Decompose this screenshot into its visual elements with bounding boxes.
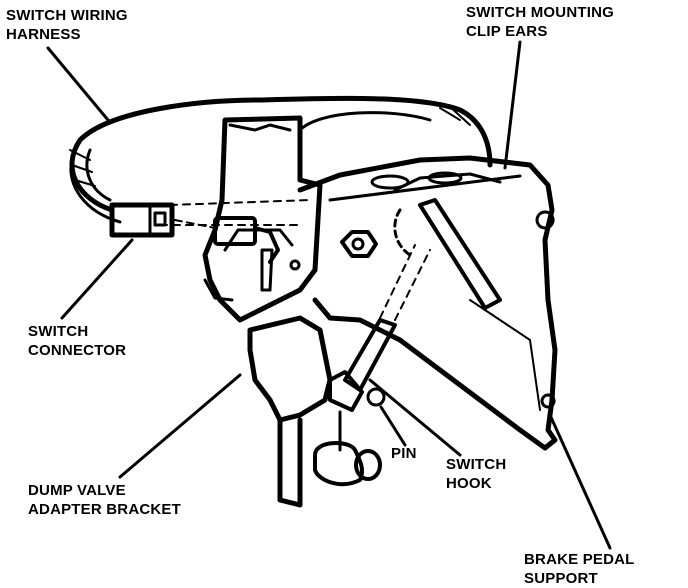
label-line: CONNECTOR (28, 342, 127, 359)
label-line: SWITCH MOUNTING (466, 4, 614, 21)
label-switch-connector: SWITCH CONNECTOR (28, 322, 126, 360)
label-line: CLIP EARS (466, 23, 548, 40)
label-brake-pedal-support: BRAKE PEDAL SUPPORT (524, 550, 635, 588)
label-line: SWITCH WIRING (6, 7, 128, 24)
label-switch-mounting-clip-ears: SWITCH MOUNTING CLIP EARS (466, 3, 614, 41)
label-line: SWITCH (446, 456, 507, 473)
label-dump-valve-adapter-bracket: DUMP VALVE ADAPTER BRACKET (28, 481, 181, 519)
label-line: HOOK (446, 475, 492, 492)
label-pin: PIN (391, 444, 417, 463)
dump-valve-adapter-bracket (202, 115, 333, 508)
switch-connector-plug (109, 202, 280, 264)
label-line: HARNESS (6, 26, 81, 43)
label-switch-hook: SWITCH HOOK (446, 455, 506, 493)
switch-hook-rod (313, 244, 431, 487)
leader-lines (46, 40, 612, 550)
label-line: SWITCH (28, 323, 89, 340)
label-line: DUMP VALVE (28, 482, 126, 499)
label-line: BRAKE PEDAL (524, 551, 635, 568)
label-line: PIN (391, 445, 417, 462)
label-switch-wiring-harness: SWITCH WIRING HARNESS (6, 6, 128, 44)
label-line: ADAPTER BRACKET (28, 501, 181, 518)
switch-wiring-harness (69, 95, 493, 226)
mounting-nut (340, 230, 378, 258)
label-line: SUPPORT (524, 570, 598, 587)
